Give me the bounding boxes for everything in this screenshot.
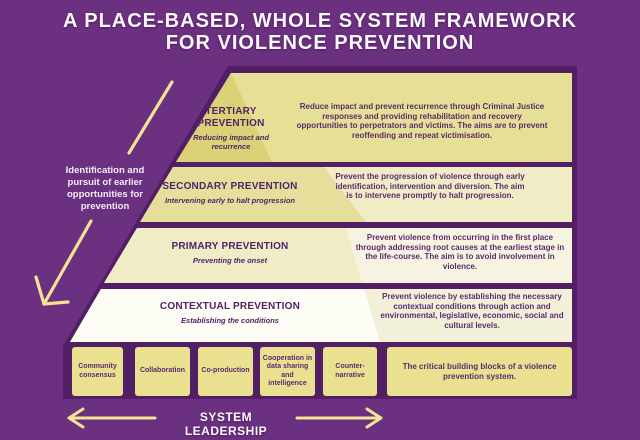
level-secondary-description: Prevent the progression of violence thro… (335, 172, 525, 201)
level-secondary-label: SECONDARY PREVENTION Intervening early t… (152, 181, 308, 205)
level-contextual-label: CONTEXTUAL PREVENTION Establishing the c… (150, 301, 310, 325)
building-block-co-production: Co-production (198, 347, 253, 396)
building-blocks-summary: The critical building blocks of a violen… (387, 347, 572, 396)
level-tertiary-name: TERTIARY PREVENTION (197, 106, 265, 129)
level-tertiary-tagline: Reducing impact and recurrence (193, 133, 269, 151)
level-contextual-tagline: Establishing the conditions (181, 316, 279, 325)
level-tertiary-description: Reduce impact and prevent recurrence thr… (296, 102, 548, 140)
level-primary-tagline: Preventing the onset (192, 256, 268, 265)
level-primary-label: PRIMARY PREVENTION Preventing the onset (152, 241, 308, 265)
earlier-opportunities-note: Identification and pursuit of earlier op… (65, 165, 145, 212)
level-contextual-name: CONTEXTUAL PREVENTION (159, 301, 301, 312)
level-contextual-description: Prevent violence by establishing the nec… (380, 292, 564, 330)
level-secondary-name: SECONDARY PREVENTION (162, 181, 298, 192)
level-primary-name: PRIMARY PREVENTION (171, 241, 289, 252)
page-title-line1: A PLACE-BASED, WHOLE SYSTEM FRAMEWORK (62, 10, 578, 32)
building-block-collaboration: Collaboration (135, 347, 190, 396)
page-title-line2: FOR VIOLENCE PREVENTION (165, 32, 475, 54)
building-block-community-consensus: Community consensus (72, 347, 123, 396)
page-title: A PLACE-BASED, WHOLE SYSTEM FRAMEWORK FO… (0, 10, 640, 54)
building-block-counter-narrative: Counter-narrative (323, 347, 377, 396)
level-tertiary-label: TERTIARY PREVENTION Reducing impact and … (181, 106, 281, 151)
level-secondary-tagline: Intervening early to halt progression (164, 196, 296, 205)
building-block-data-sharing: Cooperation in data sharing and intellig… (260, 347, 315, 396)
level-primary-description: Prevent violence from occurring in the f… (355, 233, 565, 271)
system-leadership-label: SYSTEM LEADERSHIP (184, 410, 268, 438)
